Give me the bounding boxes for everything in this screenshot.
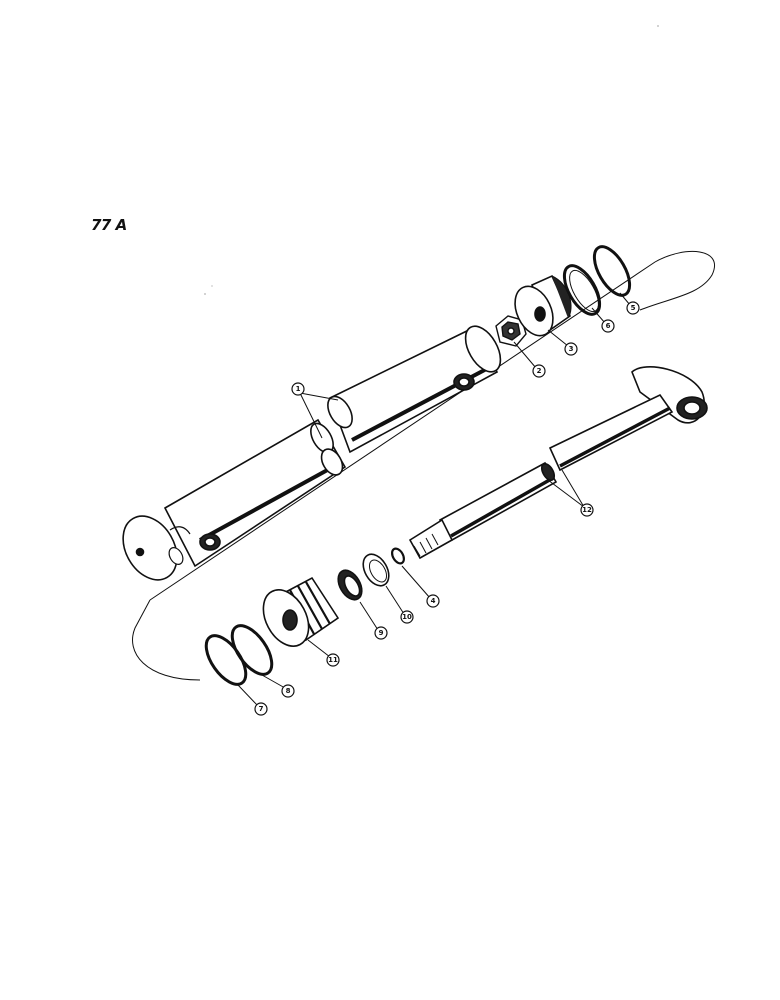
wear-ring-9 xyxy=(337,569,363,601)
callout-8-label: 8 xyxy=(286,687,291,695)
callout-3: 3 xyxy=(564,342,578,356)
callout-11: 11 xyxy=(326,653,340,667)
piston-rod xyxy=(408,366,708,560)
figure-label: 77 A xyxy=(91,216,127,234)
callout-3-label: 3 xyxy=(569,345,574,353)
leader-lines xyxy=(237,292,631,707)
callout-4: 4 xyxy=(426,594,440,608)
callout-7: 7 xyxy=(254,702,268,716)
piston xyxy=(262,576,340,647)
callout-2: 2 xyxy=(532,364,546,378)
callout-10-label: 10 xyxy=(402,613,412,621)
callout-9-label: 9 xyxy=(379,629,384,637)
callout-6: 6 xyxy=(601,319,615,333)
o-ring-4 xyxy=(391,547,405,565)
callout-11-label: 11 xyxy=(328,656,338,664)
callout-12: 12 xyxy=(580,503,594,517)
backup-ring-10 xyxy=(362,553,390,587)
callout-7-label: 7 xyxy=(259,705,264,713)
seal-ring-6 xyxy=(562,264,602,316)
callout-8: 8 xyxy=(281,684,295,698)
scan-specks xyxy=(204,25,659,295)
callout-12-label: 12 xyxy=(582,506,592,514)
callout-5-label: 5 xyxy=(631,304,636,312)
callout-2-label: 2 xyxy=(537,367,542,375)
callout-10: 10 xyxy=(400,610,414,624)
callout-5: 5 xyxy=(626,301,640,315)
gland xyxy=(514,274,572,337)
callout-1-label: 1 xyxy=(296,385,301,393)
o-ring-7 xyxy=(204,634,248,686)
group-outline xyxy=(132,251,715,681)
nut xyxy=(495,315,527,347)
o-ring-5 xyxy=(592,245,632,297)
cylinder-tube xyxy=(122,325,502,581)
callout-1: 1 xyxy=(291,382,305,396)
callout-6-label: 6 xyxy=(606,322,611,330)
callout-9: 9 xyxy=(374,626,388,640)
callout-4-label: 4 xyxy=(431,597,436,605)
